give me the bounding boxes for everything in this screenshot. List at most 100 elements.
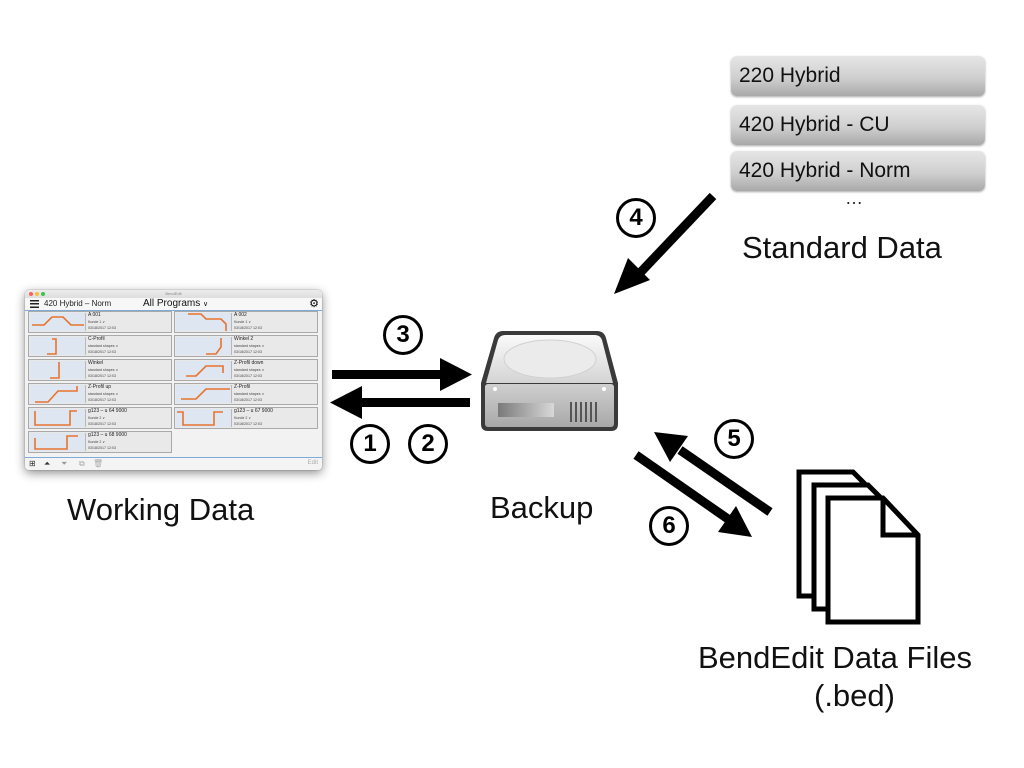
step-3-badge: 3 xyxy=(383,315,423,355)
bend-profile-shape xyxy=(47,338,57,355)
backup-label: Backup xyxy=(490,490,594,525)
profile-thumbnail xyxy=(176,337,232,355)
working-data-label: Working Data xyxy=(67,492,255,527)
program-group: Kunde 2 ∨ xyxy=(88,416,106,420)
zoom-dot-icon xyxy=(41,292,45,296)
arrow-files-to-backup xyxy=(654,432,773,516)
program-card: Z-Profil standard shapes ∨ 03/18/2017 12:0… xyxy=(174,383,318,405)
program-group: Kunde 2 ∨ xyxy=(234,416,252,420)
files-label-line1: BendEdit Data Files xyxy=(698,640,972,675)
minimize-dot-icon xyxy=(35,292,39,296)
profile-thumbnail xyxy=(176,385,232,403)
bend-profile-shape xyxy=(188,313,227,331)
bend-profile-shape xyxy=(34,410,77,426)
program-name: Z-Profil xyxy=(234,384,251,390)
bend-profile-shape xyxy=(34,435,78,450)
bend-profile-shape xyxy=(177,411,223,426)
bend-profile-shape xyxy=(50,362,60,379)
download-icon: ⏷ xyxy=(61,459,68,468)
edit-label: Edit xyxy=(307,460,318,466)
program-name: Winkel 2 xyxy=(234,336,254,342)
program-group: Kunde 1 ∨ xyxy=(88,320,106,324)
step-6-badge: 6 xyxy=(649,506,689,546)
program-card: Z-Profil down standard shapes ∨ 03/18/2017… xyxy=(174,359,318,381)
program-filter: All Programs ∨ xyxy=(143,298,208,311)
bend-profile-shape xyxy=(181,388,230,400)
app-toolbar: 420 Hybrid – Norm All Programs ∨ ⚙ xyxy=(25,298,322,311)
new-document-icon: ⊞ xyxy=(29,459,36,468)
hard-drive-icon xyxy=(481,331,618,431)
profile-thumbnail xyxy=(30,409,86,427)
profile-thumbnail xyxy=(176,313,232,331)
program-group: standard shapes ∨ xyxy=(234,392,265,396)
arrow-standard-to-backup xyxy=(614,192,717,294)
program-card: Winkel standard shapes ∨ 03/18/2017 12:03 xyxy=(28,359,172,381)
files-label-line2: (.bed) xyxy=(814,678,895,713)
upload-icon: ⏶ xyxy=(44,459,51,468)
profile-thumbnail xyxy=(176,361,232,379)
program-name: Winkel xyxy=(88,360,104,366)
profile-thumbnail xyxy=(30,337,86,355)
program-group: standard shapes ∨ xyxy=(88,344,119,348)
window-title: BendEdit xyxy=(165,291,182,296)
arrow-to-working-data xyxy=(330,386,470,419)
program-name: C-Profil xyxy=(88,336,105,342)
program-filter-label: All Programs xyxy=(143,298,201,309)
program-name: Z-Profil down xyxy=(234,360,264,366)
program-date: 03/18/2017 12:03 xyxy=(234,326,262,330)
gear-icon: ⚙ xyxy=(309,298,319,310)
program-group: Kunde 1 ∨ xyxy=(234,320,252,324)
program-date: 03/18/2017 12:03 xyxy=(88,374,116,378)
profile-thumbnail xyxy=(30,433,86,451)
bend-profile-shape xyxy=(35,386,78,403)
arrow-to-backup xyxy=(332,358,472,391)
program-date: 03/18/2017 12:03 xyxy=(234,350,262,354)
program-group: standard shapes ∨ xyxy=(88,392,119,396)
hamburger-menu-icon xyxy=(30,300,39,308)
bend-profile-shape xyxy=(32,316,84,326)
program-card: Winkel 2 standard shapes ∨ 03/18/2017 12:0… xyxy=(174,335,318,357)
arrow-backup-to-files xyxy=(633,451,752,537)
profile-thumbnail xyxy=(176,409,232,427)
program-group: standard shapes ∨ xyxy=(234,368,265,372)
program-card: C-Profil standard shapes ∨ 03/18/2017 12:0… xyxy=(28,335,172,357)
window-titlebar: BendEdit xyxy=(25,290,322,298)
step-2-badge: 2 xyxy=(408,424,448,464)
program-date: 03/18/2017 12:03 xyxy=(88,446,116,450)
program-date: 03/18/2017 12:03 xyxy=(88,422,116,426)
program-group: standard shapes ∨ xyxy=(88,368,119,372)
standard-data-label: Standard Data xyxy=(742,230,942,265)
trash-icon: 🗑 xyxy=(93,459,104,468)
program-name: A 002 xyxy=(234,312,247,318)
program-date: 03/18/2017 12:03 xyxy=(234,422,262,426)
profile-thumbnail xyxy=(30,361,86,379)
bottom-bar: ⊞ ⏶ ⏷ ⧉ 🗑 Edit xyxy=(25,457,322,470)
step-1-badge: 1 xyxy=(350,424,390,464)
program-name: g123 – u 64 9000 xyxy=(88,408,127,414)
duplicate-icon: ⧉ xyxy=(79,459,85,468)
bend-profile-shape xyxy=(186,365,224,377)
program-group: Kunde 2 ∨ xyxy=(88,440,106,444)
program-date: 03/18/2017 12:03 xyxy=(88,350,116,354)
program-name: A 001 xyxy=(88,312,101,318)
program-date: 03/18/2017 12:03 xyxy=(234,398,262,402)
program-name: Z-Profil up xyxy=(88,384,112,390)
profile-thumbnail xyxy=(30,313,86,331)
close-dot-icon xyxy=(29,292,33,296)
step-4-badge: 4 xyxy=(616,198,656,238)
dataset-name: 420 Hybrid – Norm xyxy=(44,299,112,308)
more-items-ellipsis: … xyxy=(845,188,863,208)
profile-thumbnail xyxy=(30,385,86,403)
bend-profile-shape xyxy=(206,338,222,355)
program-group: standard shapes ∨ xyxy=(234,344,265,348)
program-date: 03/18/2017 12:03 xyxy=(234,374,262,378)
standard-data-item: 420 Hybrid - CU xyxy=(731,105,985,145)
program-date: 03/18/2017 12:03 xyxy=(88,326,116,330)
